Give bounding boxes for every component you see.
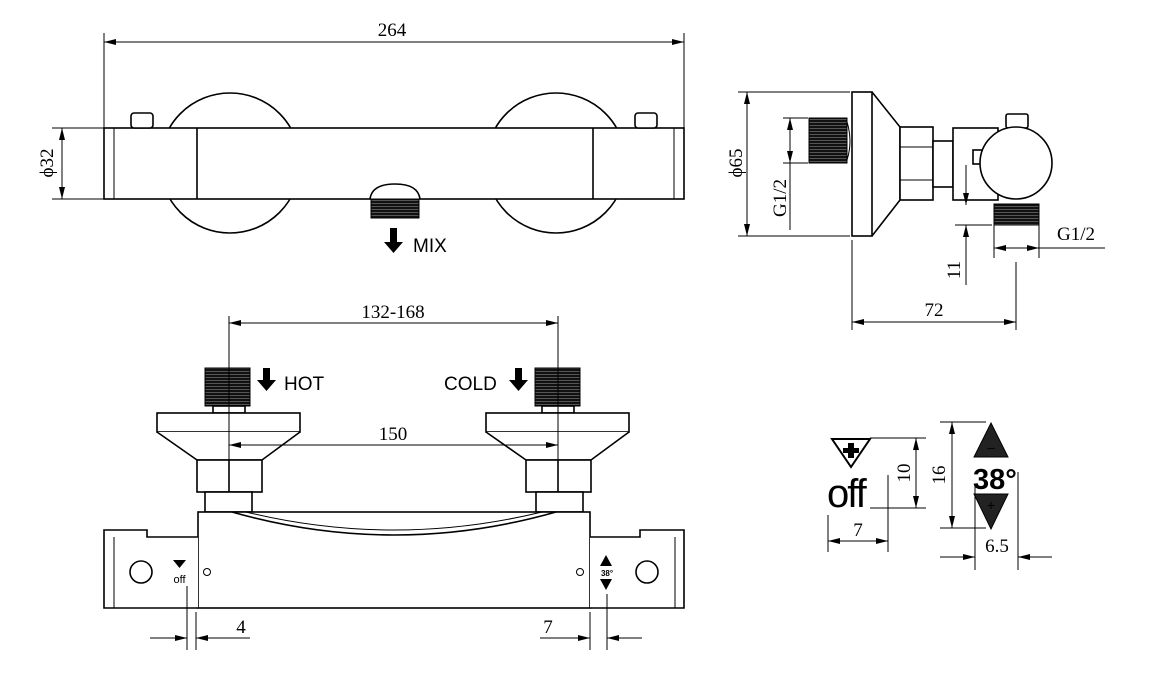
detail-temp-text: 38° [973,464,1017,496]
front-view: off 38° HOT COLD 132-168 150 4 7 [103,302,685,650]
cold-arrow-icon [509,368,528,391]
front-temp-label: 38° [601,569,613,578]
side-flange [851,91,873,237]
dim-depth: 72 [925,300,944,321]
detail-off-text: off [827,472,868,516]
side-knob-pin [1005,113,1029,129]
dim-off-height: 10 [894,464,915,483]
front-off-label: off [173,574,186,586]
dim-body-diameter: ϕ32 [37,148,58,177]
body-curve [231,511,557,536]
dim-inlet-range: 132-168 [361,302,424,323]
dim-outlet-offset: 11 [944,261,965,279]
side-outlet-thread [993,203,1040,226]
outlet-thread [370,198,420,219]
mix-arrow-icon [384,228,403,253]
dim-outlet-thread: G1/2 [1057,224,1095,245]
dim-off-width: 7 [853,520,863,541]
dim-right-marker: 7 [543,617,553,638]
plus-sign: + [987,497,995,513]
side-view: ϕ65 G1/2 11 G1/2 72 [726,91,1105,330]
hot-label: HOT [284,374,325,395]
hot-arrow-icon [257,368,276,391]
minus-sign: – [987,440,995,455]
left-cap-hole [129,560,153,584]
symbol-detail: off 10 7 – 38° + 16 6.5 [827,421,1052,570]
dim-overall-length: 264 [378,20,407,41]
dim-inlet-thread: G1/2 [770,179,791,217]
off-marker-icon: off [173,560,186,586]
cold-label: COLD [444,374,497,395]
side-inlet-thread [808,117,848,164]
top-view: MIX 264 ϕ32 [37,20,685,257]
temp-up-triangle-icon: – [973,421,1009,458]
dim-temp-height: 16 [929,466,950,485]
temp-down-triangle-icon: + [973,493,1009,531]
outlet-dome [369,183,421,200]
side-hex-nut [899,126,934,201]
side-handle [979,126,1053,200]
mix-label: MIX [413,236,447,257]
knob-pin-right [634,112,658,129]
dim-flange-diameter: ϕ65 [726,148,747,177]
off-symbol-icon [830,438,872,469]
dim-left-marker: 4 [236,617,246,638]
dim-temp-width: 6.5 [985,536,1009,557]
temp-marker-icon: 38° [600,555,613,590]
right-cap-hole [635,560,659,584]
dim-inlet-nominal: 150 [379,424,408,445]
side-flange-cone [871,91,901,237]
front-body [197,511,591,609]
knob-pin-left [130,112,154,129]
